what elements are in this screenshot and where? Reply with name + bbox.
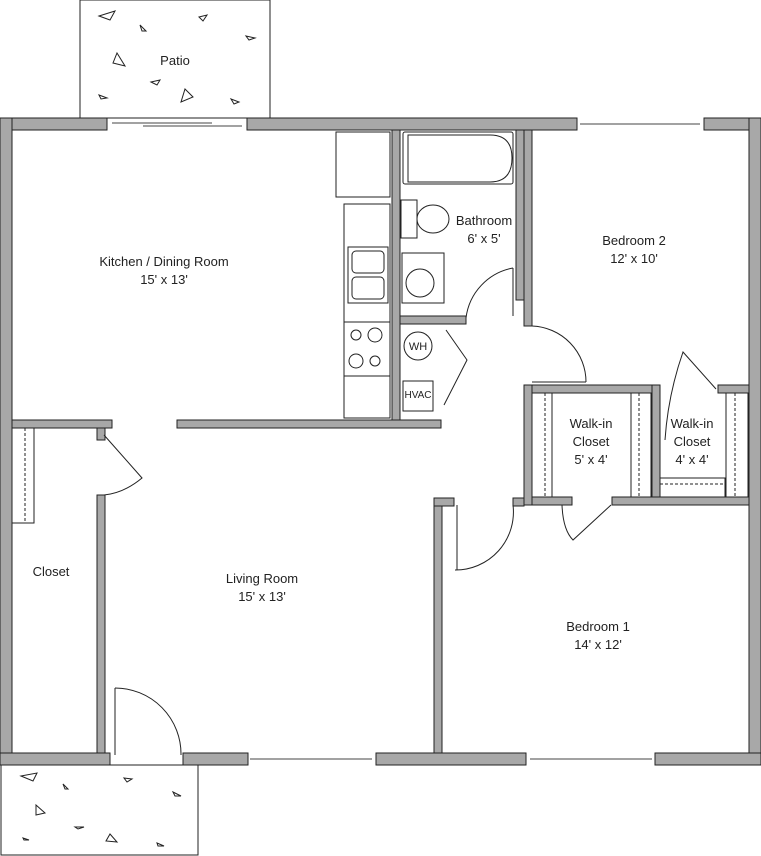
sink-basin-icon [405,268,435,298]
bedroom1-size: 14' x 12' [574,637,622,652]
walkin2-name2: Closet [673,434,711,449]
room-label-living: Living Room 15' x 13' [226,570,298,606]
living-name: Living Room [225,571,299,586]
bedroom1-name: Bedroom 1 [566,619,630,634]
doors [103,267,717,756]
bathroom-name: Bathroom [455,213,513,228]
hvac-label: HVAC [404,390,432,401]
toilet-icon [416,204,450,234]
refrigerator-icon [335,131,391,198]
toilet-tank-icon [400,199,418,239]
patio-name: Patio [160,53,190,68]
patio-top-area [79,0,271,119]
room-label-bathroom: Bathroom 6' x 5' [456,212,512,248]
walkin2-name1: Walk-in [670,416,714,431]
hvac-icon [402,380,434,412]
stove-icon [343,321,391,377]
counter-icon [343,203,391,419]
walkin1-name1: Walk-in [569,416,613,431]
walkin1-name2: Closet [572,434,610,449]
living-size: 15' x 13' [238,589,286,604]
room-label-kitchen: Kitchen / Dining Room 15' x 13' [99,253,228,289]
walls [0,117,761,766]
room-label-closet: Closet [33,563,70,581]
room-label-patio: Patio [160,52,190,70]
room-label-bedroom1: Bedroom 1 14' x 12' [566,618,630,654]
bedroom2-size: 12' x 10' [610,251,658,266]
kitchen-fixtures [335,131,391,419]
water-heater-label: WH [408,341,428,353]
closet-name: Closet [32,564,70,579]
bathtub-icon [407,134,513,183]
bathroom-size: 6' x 5' [467,231,501,246]
room-label-bedroom2: Bedroom 2 12' x 10' [602,232,666,268]
bathroom-fixtures [400,131,514,412]
patio-bottom-area [0,764,199,856]
kitchen-size: 15' x 13' [140,272,188,287]
bedroom2-name: Bedroom 2 [602,233,666,248]
kitchen-name: Kitchen / Dining Room [99,254,229,269]
closet-shelves [11,392,749,524]
patio-texture-icon [19,10,257,847]
water-heater-icon [403,331,433,361]
walkin2-size: 4' x 4' [675,452,709,467]
walkin1-size: 5' x 4' [574,452,608,467]
